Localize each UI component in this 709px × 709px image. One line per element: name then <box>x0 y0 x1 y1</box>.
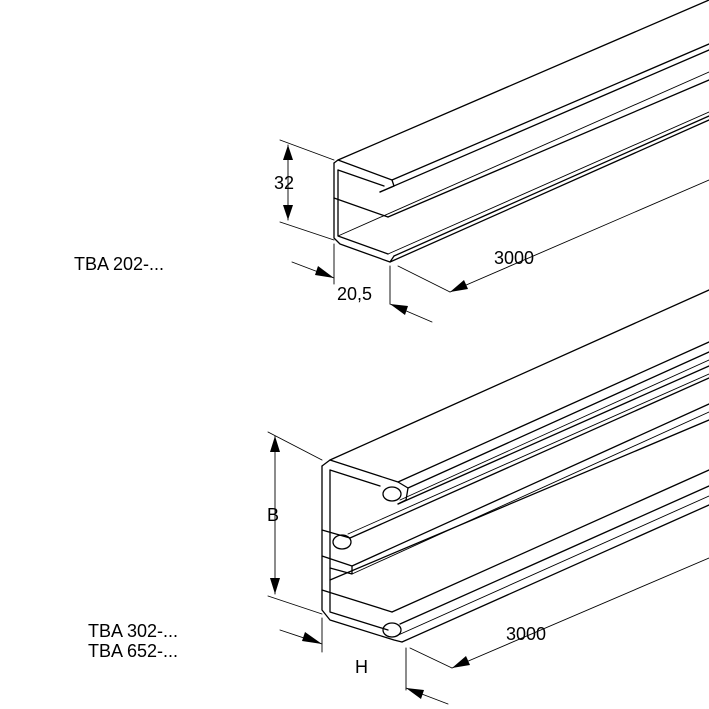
lower-long-bottom-clip-2 <box>395 495 709 637</box>
lower-height-ext-bottom <box>267 595 323 615</box>
upper-height-label: 32 <box>274 173 294 193</box>
upper-front-outline <box>333 162 395 263</box>
lower-bottom-clip <box>382 622 402 638</box>
upper-long-top-edge <box>337 0 709 161</box>
upper-long-inner-edge-2 <box>337 71 709 237</box>
upper-length-ext <box>397 265 451 293</box>
lower-height-arrow-top <box>270 436 280 452</box>
lower-height-ext-top <box>267 431 323 461</box>
lower-width-arrow-right <box>406 688 424 699</box>
upper-long-inner-edge <box>387 111 709 255</box>
upper-height-arrow-bottom <box>283 205 293 220</box>
lower-duct-profile: B H 3000 TBA 302-... TBA 652-... <box>88 289 709 705</box>
lower-long-bottom-clip <box>399 485 709 625</box>
lower-long-bottom-edge <box>401 504 709 643</box>
upper-long-lip-edge-2 <box>379 49 709 193</box>
upper-height-ext-top <box>279 139 335 161</box>
lower-middle-clip <box>332 534 352 550</box>
lower-long-clip-edge <box>397 365 709 505</box>
upper-length-label: 3000 <box>494 248 534 268</box>
lower-front-outline <box>321 465 403 643</box>
upper-long-bottom-lip <box>393 115 709 257</box>
upper-length-dim-line <box>449 179 709 293</box>
upper-profile-name: TBA 202-... <box>74 254 164 274</box>
lower-front-top <box>321 459 409 505</box>
lower-profile-name-2: TBA 652-... <box>88 641 178 661</box>
upper-length-arrow <box>450 280 468 292</box>
lower-long-clip-edge-2 <box>399 359 709 501</box>
lower-long-rib-2 <box>351 403 709 567</box>
lower-height-arrow-bottom <box>270 578 280 594</box>
upper-height-ext-bottom <box>279 221 335 241</box>
lower-width-label: H <box>355 657 368 677</box>
upper-long-rib-edge <box>387 79 709 218</box>
lower-height-label: B <box>267 505 279 525</box>
lower-length-label: 3000 <box>506 624 546 644</box>
lower-long-top-edge <box>329 289 709 461</box>
upper-long-bottom-edge <box>389 119 709 263</box>
upper-front-top <box>333 159 395 193</box>
lower-long-rib-1 <box>349 377 709 539</box>
upper-front-mid-rib <box>333 197 389 218</box>
lower-long-rib-1b <box>347 373 709 535</box>
lower-profile-name-1: TBA 302-... <box>88 621 178 641</box>
lower-length-dim-line <box>451 557 709 669</box>
lower-long-rib-2b <box>351 411 709 575</box>
lower-rib-2 <box>321 555 353 575</box>
upper-duct-profile: 32 20,5 3000 TBA 202-... <box>74 0 709 323</box>
lower-long-rib-2c <box>329 419 709 581</box>
upper-front-inner-side <box>337 169 389 255</box>
lower-long-lip-edge-2 <box>407 351 709 489</box>
lower-long-rib-3 <box>391 469 709 613</box>
upper-width-arrow-right <box>390 304 408 315</box>
lower-front-inner-top <box>329 469 381 487</box>
upper-width-arrow-left <box>315 266 334 278</box>
lower-long-lip-edge <box>397 341 709 483</box>
lower-width-arrow-left <box>302 632 322 644</box>
upper-height-arrow-top <box>283 145 293 160</box>
lower-length-arrow <box>452 656 470 668</box>
lower-front-inner-side <box>329 469 389 631</box>
upper-width-label: 20,5 <box>337 284 372 304</box>
upper-long-lip-edge <box>391 43 709 181</box>
lower-rib-3 <box>321 589 393 613</box>
lower-rib-1 <box>321 529 351 539</box>
lower-upper-clip <box>382 486 402 502</box>
lower-length-ext <box>409 647 453 669</box>
upper-front-inner-top <box>337 169 385 187</box>
